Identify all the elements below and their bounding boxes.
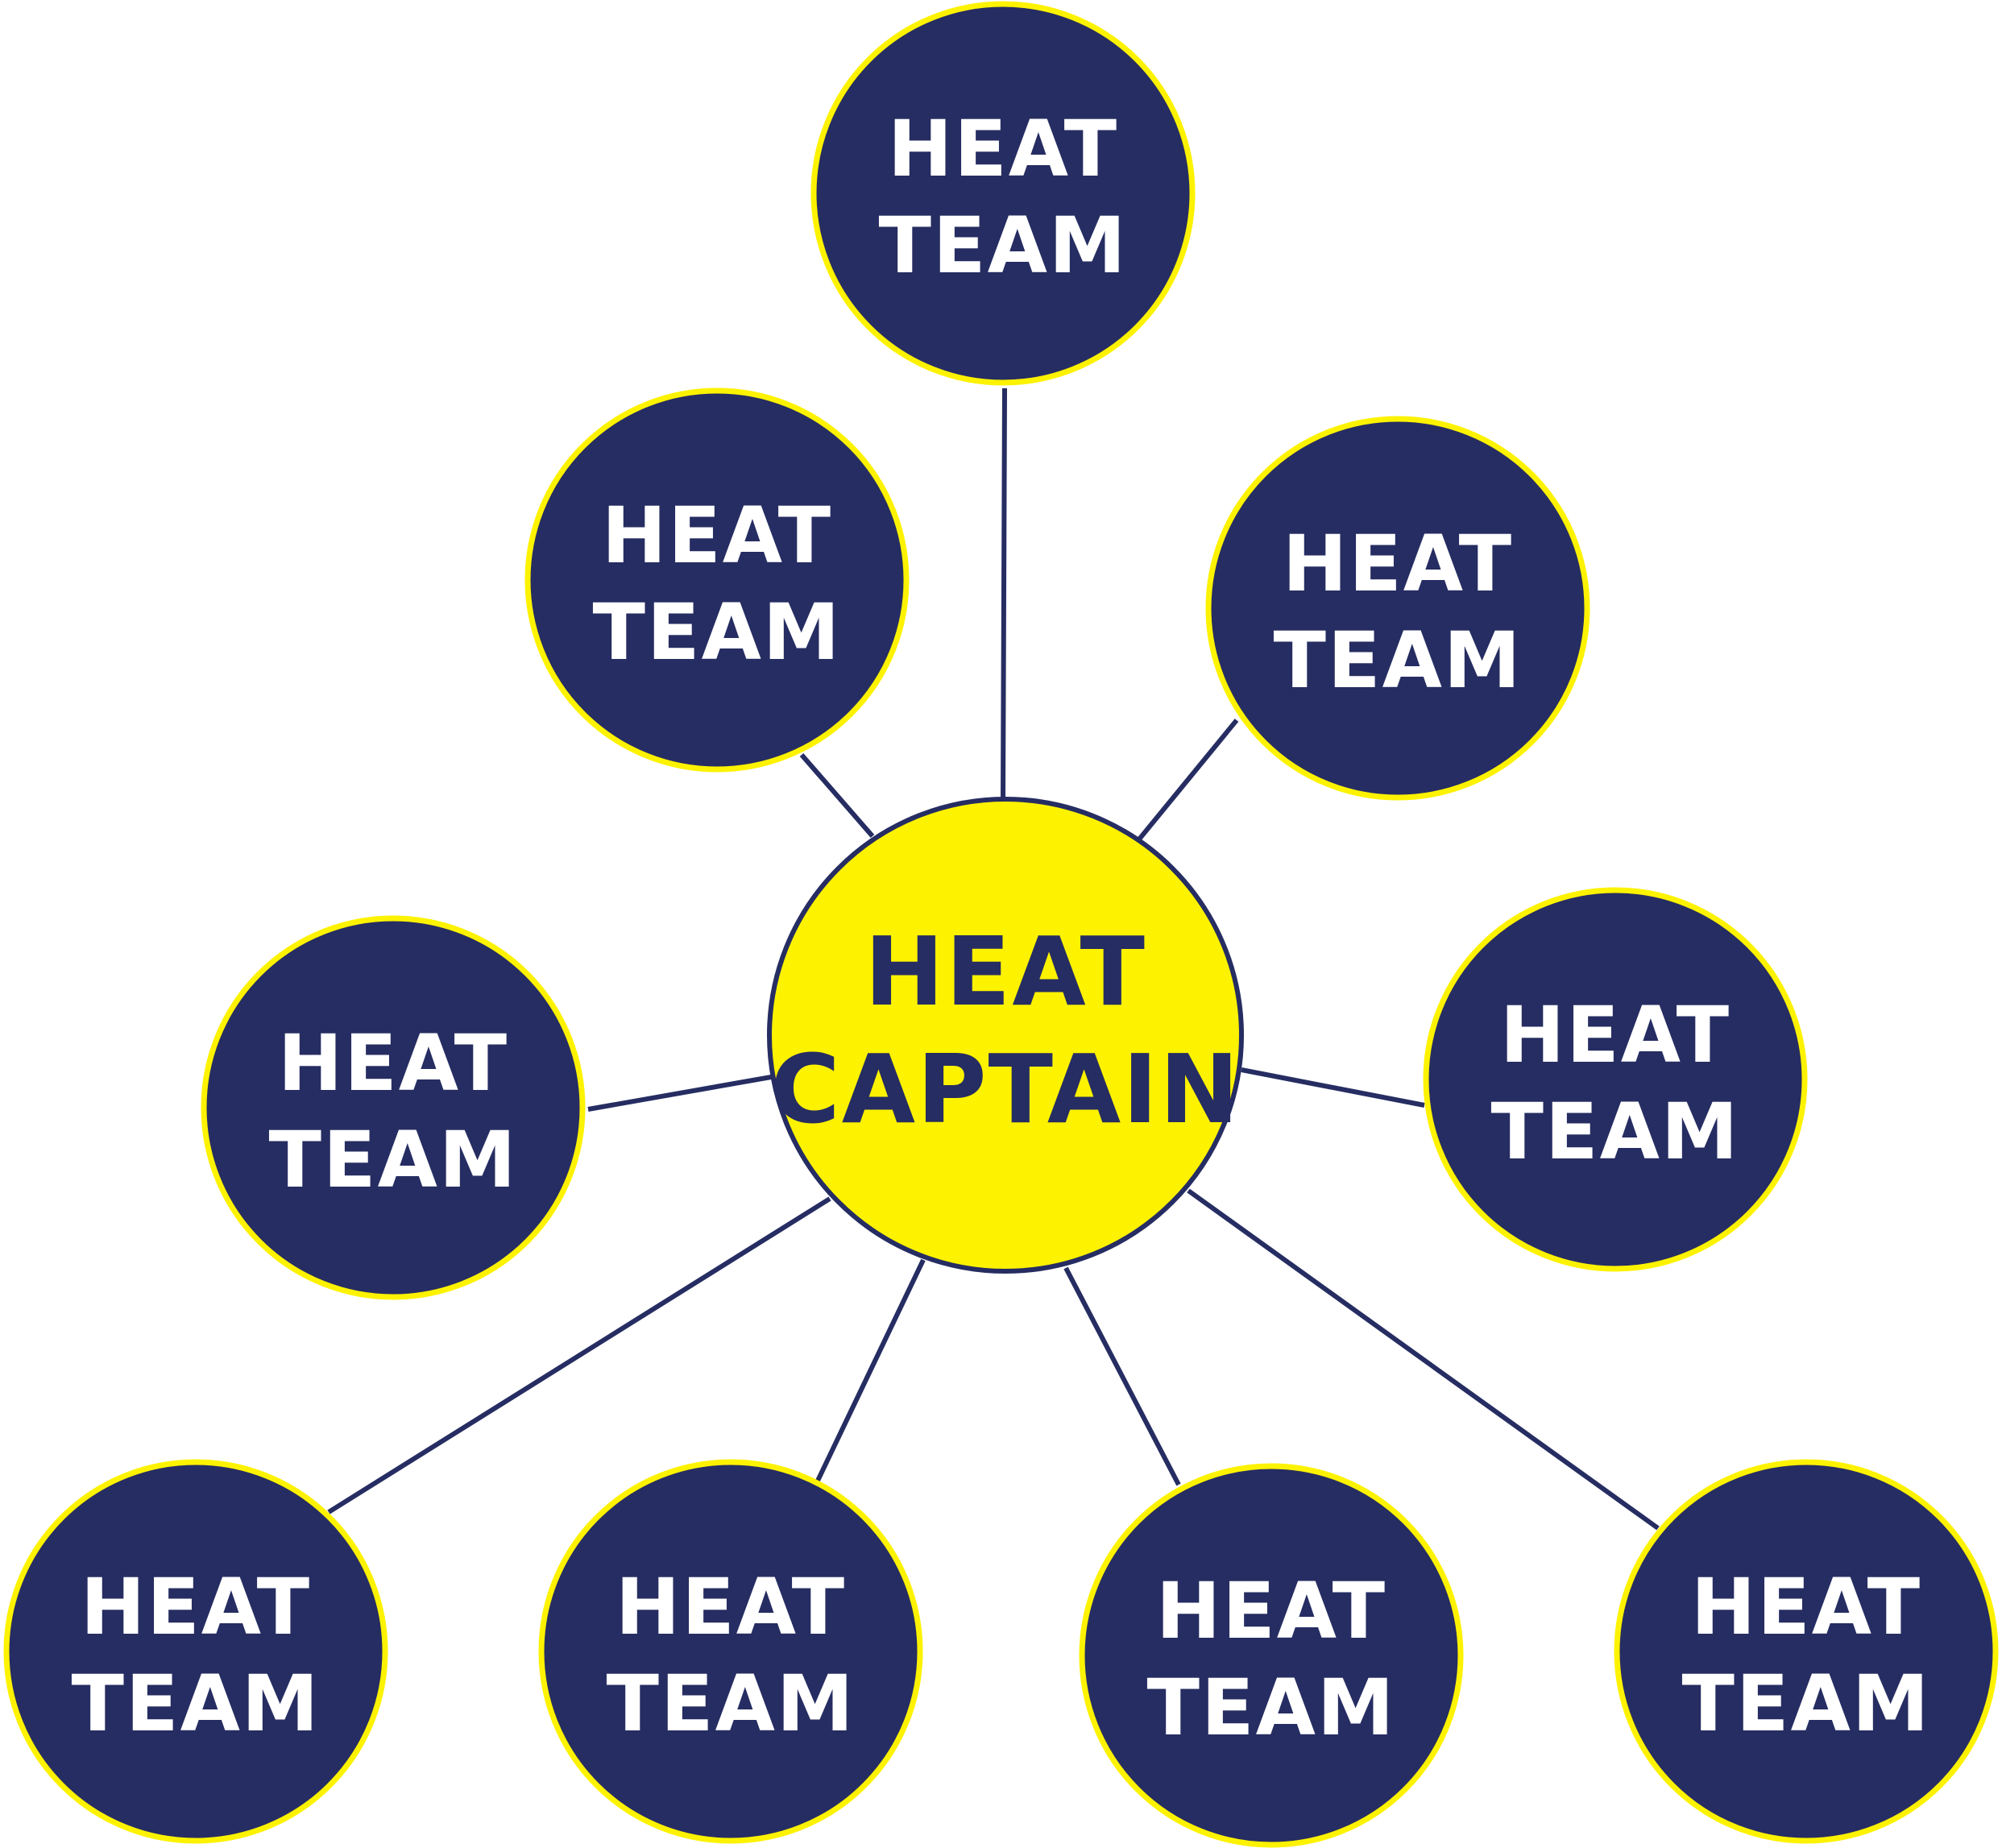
connector-line [1001,387,1007,800]
team-circle [1079,1463,1464,1848]
connector-line [1241,1067,1425,1108]
team-circle [1423,887,1808,1272]
team-label-line1: HEAT [1691,1562,1921,1652]
team-label-line1: HEAT [616,1562,846,1652]
team-label-line1: HEAT [1283,519,1513,609]
connector-line [1063,1266,1181,1486]
team-label-line2: TEAM [879,201,1128,291]
team-label-line1: HEAT [602,491,832,581]
team-label-line2: TEAM [269,1115,518,1205]
team-label-line1: HEAT [1156,1566,1386,1656]
team-circle [810,1,1196,386]
team-label-line1: HEAT [278,1018,508,1108]
connector-line [1187,1188,1660,1531]
team-label-line1: HEAT [1500,990,1731,1080]
team-label-line2: TEAM [1274,615,1523,706]
team-label-line2: TEAM [607,1659,856,1749]
team-label-line1: HEAT [81,1562,311,1652]
captain-label-line1: HEAT [864,916,1146,1027]
connectors [327,387,1660,1531]
team-label-line2: TEAM [1147,1663,1396,1753]
team-label-line1: HEAT [888,104,1118,194]
team-label-line2: TEAM [1491,1087,1740,1177]
team-circle [524,387,910,773]
team-label-line2: TEAM [1682,1659,1931,1749]
team-nodes: HEATTEAMHEATTEAMHEATTEAMHEATTEAMHEATTEAM… [3,1,1999,1848]
team-circle [1205,416,1590,801]
captain-label-line2: CAPTAIN [770,1034,1241,1145]
connector-line [815,1258,926,1482]
connector-line [327,1196,831,1514]
team-circle [1614,1459,1999,1844]
team-circle [201,915,586,1300]
team-label-line2: TEAM [72,1659,321,1749]
connector-line [799,753,875,838]
team-circle [538,1459,923,1844]
captain-circle [767,797,1244,1274]
connector-line [587,1075,772,1112]
connector-line [1136,719,1239,842]
team-circle [3,1459,388,1844]
team-label-line2: TEAM [593,587,842,677]
